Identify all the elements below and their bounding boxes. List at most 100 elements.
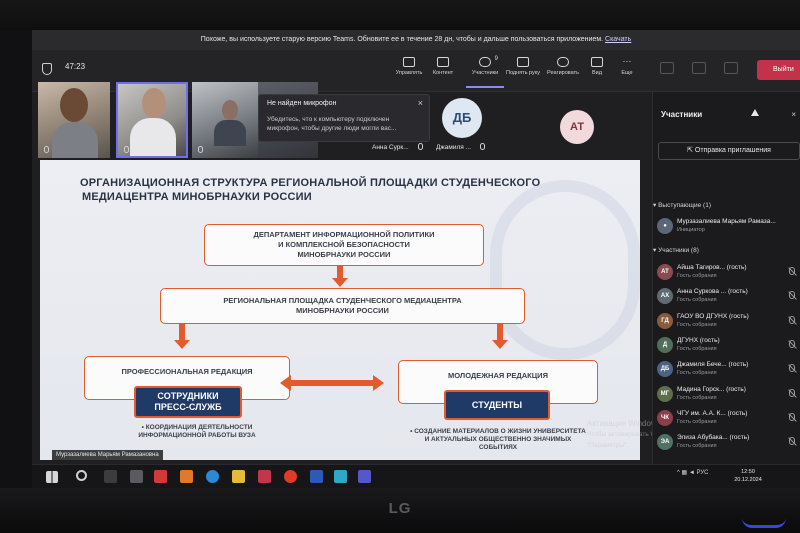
video-tile-participant-1[interactable] (38, 82, 110, 158)
send-invite-label: Отправка приглашения (694, 147, 771, 154)
word-icon[interactable] (310, 470, 323, 483)
microphone-off-icon (480, 143, 485, 150)
react-button[interactable]: Реагировать (544, 54, 582, 88)
app-icon[interactable] (154, 470, 167, 483)
presenters-section-header[interactable]: ▾ Выступающие (1) (653, 201, 711, 209)
view-label: Вид (592, 70, 602, 76)
chevron-up-icon[interactable]: ^ (677, 470, 680, 476)
students-label: СТУДЕНТЫ (471, 399, 523, 410)
microphone-icon[interactable] (692, 62, 706, 74)
search-icon[interactable] (76, 470, 87, 481)
share-invite-icon: ⇱ (687, 147, 695, 154)
camera-icon[interactable] (660, 62, 674, 74)
avatar: АХ (657, 288, 673, 305)
share-button[interactable]: Управлять (390, 54, 428, 88)
note-left-line: ИНФОРМАЦИОННОЙ РАБОТЫ ВУЗА (138, 432, 256, 439)
participant-name: Мадина Горск... (гость) (677, 385, 746, 393)
leave-button[interactable]: Выйти (757, 60, 800, 80)
participant-role: Гость собрания (677, 321, 717, 328)
avatar-at[interactable]: АТ (560, 110, 594, 144)
content-button[interactable]: Контент (424, 54, 462, 88)
raise-hand-button[interactable]: Поднять руку (504, 54, 542, 88)
participant-role: Гость собрания (677, 370, 717, 377)
department-box: ДЕПАРТАМЕНТ ИНФОРМАЦИОННОЙ ПОЛИТИКИ И КО… (204, 224, 484, 266)
professional-editorial-label: ПРОФЕССИОНАЛЬНАЯ РЕДАКЦИЯ (121, 367, 253, 376)
press-staff-line: ПРЕСС-СЛУЖБ (154, 402, 222, 412)
task-view-icon[interactable] (104, 470, 117, 483)
participant-name: Джамиля Бече... (гость) (677, 361, 749, 369)
microphone-off-icon (124, 146, 129, 153)
send-invite-button[interactable]: ⇱ Отправка приглашения (658, 142, 800, 160)
participant-name: Элиза Абубака... (гость) (677, 434, 750, 442)
react-label: Реагировать (547, 70, 579, 76)
shared-presentation-slide[interactable]: ОРГАНИЗАЦИОННАЯ СТРУКТУРА РЕГИОНАЛЬНОЙ П… (40, 160, 640, 460)
youth-editorial-label: МОЛОДЕЖНАЯ РЕДАКЦИЯ (448, 371, 548, 380)
close-icon[interactable]: × (417, 98, 423, 108)
avatar-db[interactable]: ДБ (442, 98, 482, 138)
network-icon[interactable]: ▦ (681, 470, 688, 476)
telegram-icon[interactable] (206, 470, 219, 483)
windows-start-icon[interactable] (46, 471, 58, 483)
host-row[interactable]: ● Мурзазалиева Марьям Рамаза... Инициато… (657, 214, 799, 236)
tile-name-dzhamila: Джамиля ... (436, 144, 472, 151)
participants-section-header[interactable]: ▾ Участники (8) (653, 246, 699, 254)
activation-line: "Параметры". (587, 442, 629, 449)
slide-title-line: ОРГАНИЗАЦИОННАЯ СТРУКТУРА РЕГИОНАЛЬНОЙ П… (80, 177, 541, 189)
participant-role: Гость собрания (677, 273, 717, 279)
volume-icon[interactable]: ◄ (688, 470, 695, 476)
emblem-watermark-icon (490, 180, 640, 360)
microphone-off-icon (789, 267, 795, 275)
toast-body-line: Убедитесь, что к компьютеру подключен (267, 116, 390, 123)
no-microphone-toast[interactable]: Не найден микрофон Убедитесь, что к комп… (258, 94, 430, 142)
press-staff-box: СОТРУДНИКИ ПРЕСС-СЛУЖБ (134, 386, 242, 418)
shield-icon (42, 63, 52, 75)
widgets-icon[interactable] (130, 470, 143, 483)
share-screen-icon[interactable] (724, 62, 738, 74)
more-dots-icon: ⋯ (622, 56, 632, 66)
microphone-off-icon (198, 146, 203, 153)
update-notice-bar: Похоже, вы используете старую версию Tea… (32, 30, 800, 50)
note-right-line: И АКТУАЛЬНЫХ ОБЩЕСТВЕННО ЗНАЧИМЫХ (424, 436, 572, 443)
note-left-line: • КООРДИНАЦИЯ ДЕЯТЕЛЬНОСТИ (141, 424, 253, 431)
note-right-line: • СОЗДАНИЕ МАТЕРИАЛОВ О ЖИЗНИ УНИВЕРСИТЕ… (410, 428, 586, 435)
app-icon[interactable] (180, 470, 193, 483)
regional-platform-box: РЕГИОНАЛЬНАЯ ПЛОЩАДКА СТУДЕНЧЕСКОГО МЕДИ… (160, 288, 525, 324)
participant-role: Гость собрания (677, 345, 717, 352)
app-icon[interactable] (258, 470, 271, 483)
folder-icon[interactable] (232, 470, 245, 483)
note-right-line: СОБЫТИЯХ (478, 444, 518, 451)
share-icon (403, 57, 415, 67)
participant-name: Анна Суркова ... (гость) (677, 288, 748, 296)
download-link[interactable]: Скачать (605, 36, 632, 43)
people-icon (479, 57, 491, 67)
input-language[interactable]: РУС (696, 470, 709, 476)
monitor-bezel-bottom (0, 488, 800, 533)
video-tile-participant-2[interactable] (116, 82, 188, 158)
taskbar-clock[interactable]: 12:50 20.12.2024 (728, 468, 768, 484)
view-button[interactable]: Вид (578, 54, 616, 88)
toast-title: Не найден микрофон (267, 100, 337, 107)
panel-title: Участники (661, 110, 703, 119)
microphone-off-icon (789, 412, 795, 421)
microphone-off-icon (789, 364, 795, 373)
teams-icon[interactable] (358, 470, 371, 483)
monitor-bezel-top (0, 0, 800, 30)
participants-button[interactable]: 9 Участники (466, 54, 504, 88)
microphone-off-icon (418, 143, 423, 150)
more-button[interactable]: ⋯ Еще (608, 54, 646, 88)
opera-icon[interactable] (284, 470, 297, 483)
more-label: Еще (621, 70, 633, 76)
windows-taskbar: ^ ▦ ◄ РУС 12:50 20.12.2024 (32, 464, 800, 488)
close-icon[interactable]: × (791, 110, 796, 119)
video-tile-participant-3[interactable] (192, 82, 258, 158)
app-icon[interactable] (334, 470, 347, 483)
regional-platform-line: РЕГИОНАЛЬНАЯ ПЛОЩАДКА СТУДЕНЧЕСКОГО МЕДИ… (223, 296, 462, 305)
